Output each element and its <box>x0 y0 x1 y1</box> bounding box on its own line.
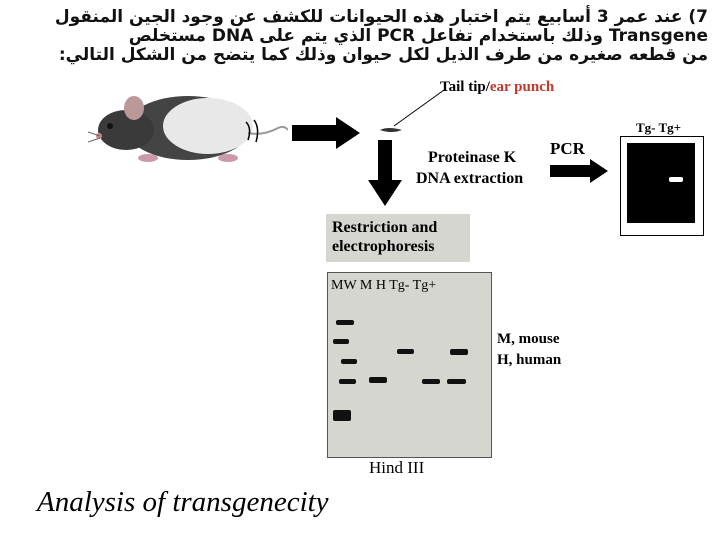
page-title: Analysis of transgenecity <box>37 486 329 518</box>
mouse-head <box>98 110 154 150</box>
tail-sample-icon <box>380 128 402 132</box>
proteinase-label: Proteinase K <box>428 149 517 166</box>
gel-band-mouse <box>369 377 387 383</box>
gel-band-mw <box>341 359 357 364</box>
restriction-line-1: Restriction and <box>332 219 438 236</box>
mouse-tail <box>247 125 288 135</box>
gel-legend: M, mouse H, human <box>497 329 561 371</box>
gel-band-mw <box>333 410 351 421</box>
mouse-illustration <box>88 96 288 162</box>
arabic-heading: 7) عند عمر 3 أسابيع يتم اختبار هذه الحيو… <box>8 8 708 65</box>
pcr-label: PCR <box>550 139 585 158</box>
pcr-lane-labels: Tg- Tg+ <box>636 120 682 135</box>
legend-human: H, human <box>497 352 562 368</box>
arrow-down-icon <box>368 140 402 206</box>
heading-line-3: من قطعه صغيره من طرف الذيل لكل حيوان وذل… <box>58 45 708 65</box>
restriction-box: Restriction and electrophoresis <box>326 214 470 262</box>
gel-band-tg-neg <box>422 379 440 384</box>
enzyme-label: Hind III <box>369 458 425 477</box>
tail-tip-text: Tail tip/ <box>440 79 490 95</box>
gel-band-mw <box>333 339 349 344</box>
sample-label: Tail tip/ear punch <box>440 79 554 96</box>
pcr-result-frame <box>620 136 704 236</box>
mouse-ear <box>124 96 144 120</box>
arrow-right-icon <box>292 117 360 149</box>
gel-lane-labels: MW M H Tg- Tg+ <box>331 278 437 293</box>
pcr-arrow-icon <box>550 159 608 183</box>
legend-mouse: M, mouse <box>497 331 560 347</box>
pcr-band <box>669 177 683 182</box>
tail-cut-mark <box>245 119 259 143</box>
restriction-line-2: electrophoresis <box>332 238 435 255</box>
mouse-eye <box>107 123 113 129</box>
mouse-white-fur <box>163 98 253 154</box>
ear-punch-text: ear punch <box>489 79 555 95</box>
heading-line-1: 7) عند عمر 3 أسابيع يتم اختبار هذه الحيو… <box>54 7 708 27</box>
dna-extraction-label: DNA extraction <box>416 170 524 187</box>
gel-band-tg-pos <box>450 349 468 355</box>
gel-band-mw <box>336 320 354 325</box>
southern-gel-panel: MW M H Tg- Tg+ <box>327 272 492 458</box>
pcr-gel <box>627 143 695 223</box>
gel-band-mw <box>339 379 356 384</box>
mouse-paw <box>218 154 238 162</box>
gel-band-human <box>397 349 414 354</box>
mouse-paw <box>138 154 158 162</box>
label-leader-line <box>393 89 445 127</box>
gel-band-tg-pos <box>447 379 466 384</box>
heading-line-2: Transgene وذلك باستخدام تفاعل PCR الذي ي… <box>128 26 708 46</box>
